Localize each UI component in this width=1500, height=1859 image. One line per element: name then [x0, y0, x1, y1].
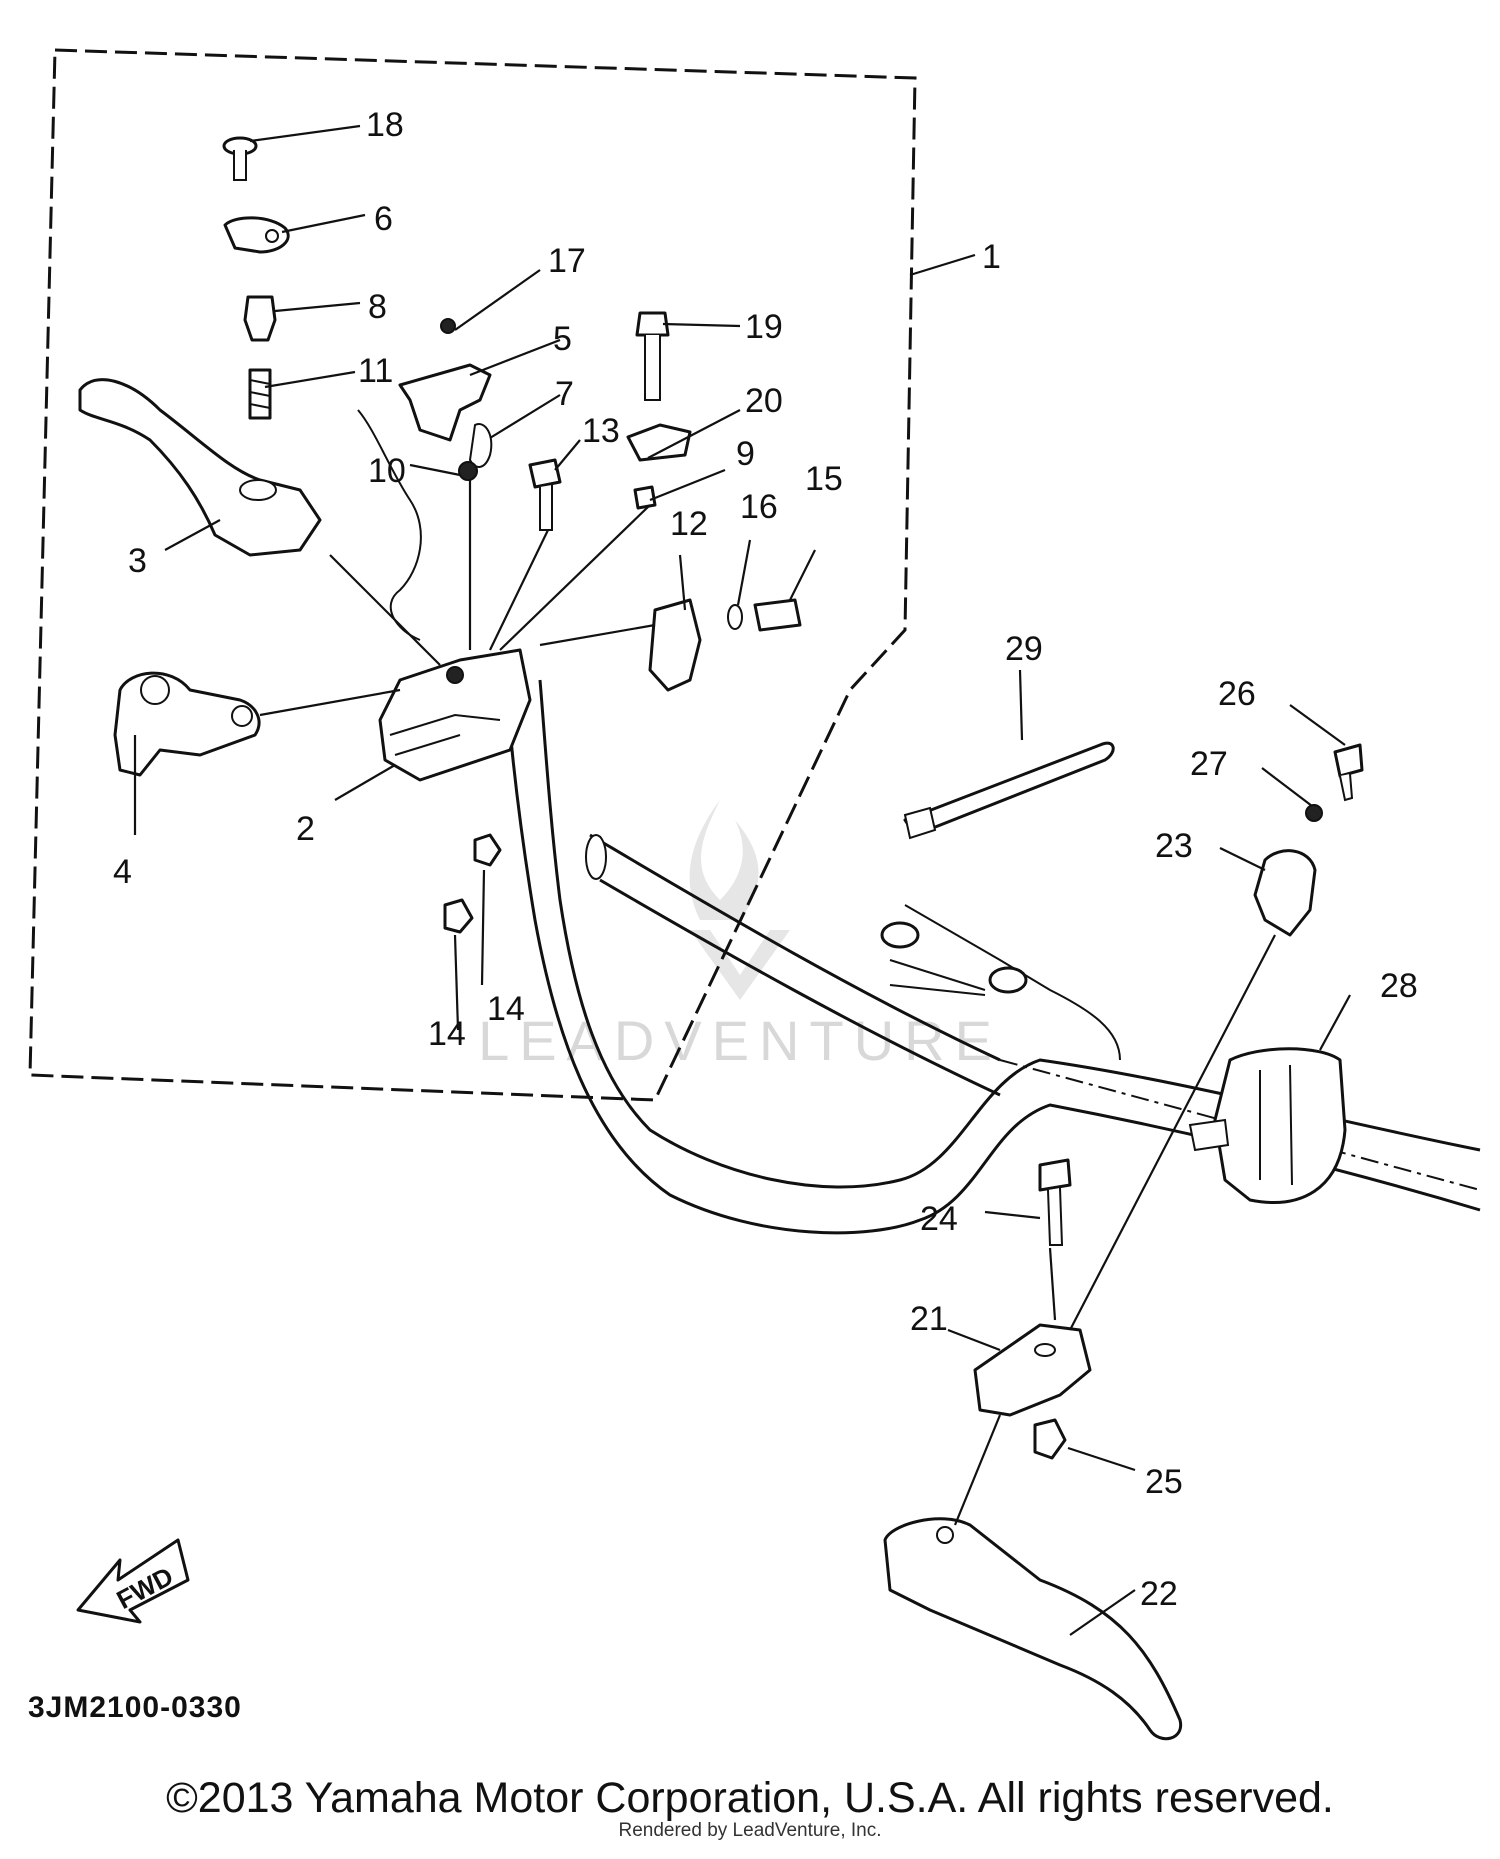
handlebar: [503, 669, 1481, 1235]
part-label-20: 20: [745, 382, 783, 420]
handlebar-switch: [1188, 1047, 1347, 1204]
part-label-1: 1: [982, 238, 1001, 276]
part-label-28: 28: [1380, 967, 1418, 1005]
part-label-10: 10: [368, 452, 406, 490]
part-label-15: 15: [805, 460, 843, 498]
upper-hardware: [440, 311, 692, 531]
part-label-26: 26: [1218, 675, 1256, 713]
part-label-27: 27: [1190, 745, 1228, 783]
cable-tie: [903, 741, 1115, 840]
part-label-14a: 14: [428, 1015, 466, 1053]
part-label-22: 22: [1140, 1575, 1178, 1613]
small-hardware-stack: [222, 136, 290, 420]
part-label-13: 13: [582, 412, 620, 450]
part-label-19: 19: [745, 308, 783, 346]
watermark: LEADVENTURE: [478, 800, 1002, 1072]
part-label-6: 6: [374, 200, 393, 238]
clutch-bracket: [378, 648, 532, 782]
watermark-text: LEADVENTURE: [478, 1009, 1002, 1072]
part-label-2: 2: [296, 810, 315, 848]
wiring-harness: [880, 904, 1121, 1061]
lock-nuts: [443, 833, 502, 934]
part-label-8: 8: [368, 288, 387, 326]
part-label-14b: 14: [487, 990, 525, 1028]
part-label-16: 16: [740, 488, 778, 526]
clutch-lever: [78, 378, 322, 557]
switch-parts: [357, 363, 493, 641]
part-label-5: 5: [553, 320, 572, 358]
part-label-23: 23: [1155, 827, 1193, 865]
lever-holder: [113, 671, 261, 777]
leader-lines: [133, 124, 1351, 1636]
copyright-notice: ©2013 Yamaha Motor Corporation, U.S.A. A…: [166, 1774, 1334, 1822]
render-credit: Rendered by LeadVenture, Inc.: [618, 1820, 882, 1841]
part-label-3: 3: [128, 542, 147, 580]
fwd-arrow: FWD: [76, 1538, 190, 1624]
part-label-9: 9: [736, 435, 755, 473]
part-label-18: 18: [366, 106, 404, 144]
part-label-21: 21: [910, 1300, 948, 1338]
part-label-24: 24: [920, 1200, 958, 1238]
brake-holder: [973, 1158, 1092, 1460]
part-label-11: 11: [358, 352, 393, 390]
part-label-4: 4: [113, 853, 132, 891]
part-number-labels: 1 2 3 4 5 6 7 8 9 10 11 12 13 14 14 15 1…: [113, 106, 1418, 1613]
part-label-17: 17: [548, 242, 586, 280]
diagram-code: 3JM2100-0330: [28, 1691, 242, 1724]
brake-lever: [883, 1517, 1183, 1741]
part-label-12: 12: [670, 505, 708, 543]
assembly-boundary: [28, 48, 917, 1102]
part-label-25: 25: [1145, 1463, 1183, 1501]
part-label-29: 29: [1005, 630, 1043, 668]
part-label-7: 7: [555, 375, 574, 413]
switch-clamp: [1253, 743, 1364, 937]
clamp-hardware: [648, 598, 802, 692]
